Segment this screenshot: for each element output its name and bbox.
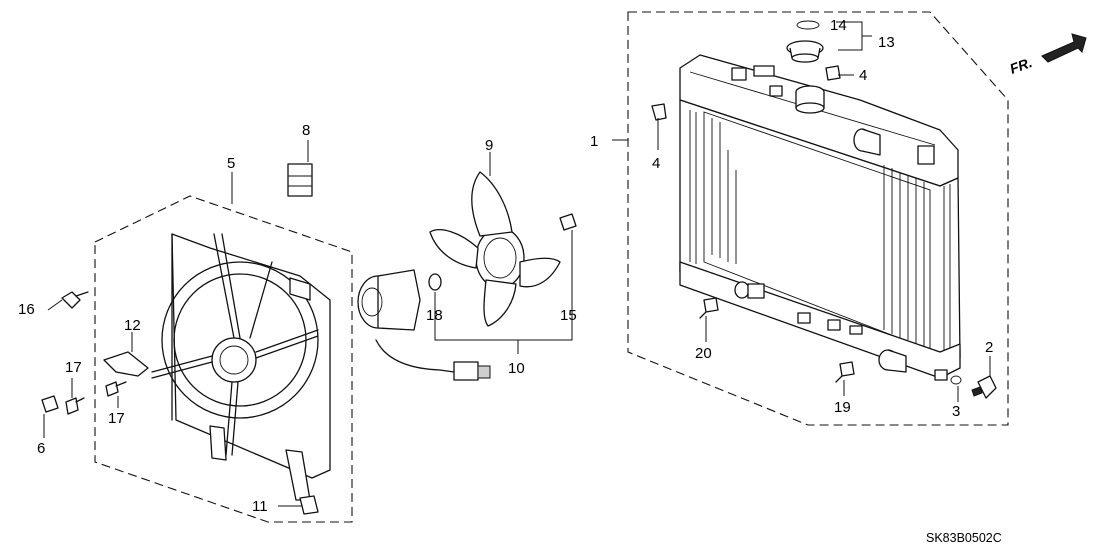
diagram-code: SK83B0502C bbox=[926, 531, 1002, 545]
shroud-bolt-16 bbox=[61, 291, 89, 309]
front-direction-label: FR. bbox=[1008, 54, 1035, 77]
radiator-bolt-19 bbox=[835, 361, 855, 383]
callout-16: 16 bbox=[18, 301, 35, 318]
fan-motor bbox=[357, 269, 491, 381]
callout-7: 17 bbox=[65, 359, 82, 376]
shroud-nut bbox=[41, 395, 59, 413]
front-arrow-icon bbox=[1041, 33, 1087, 63]
shroud-bolt-17-upper bbox=[105, 381, 127, 397]
callout-20: 20 bbox=[695, 345, 712, 362]
callout-15: 15 bbox=[560, 307, 577, 324]
drain-plug-washer bbox=[950, 375, 962, 385]
callout-5: 5 bbox=[227, 155, 235, 172]
shroud-bolt-17-lower bbox=[65, 397, 85, 415]
callout-4-side: 4 bbox=[652, 155, 660, 172]
callout-2: 2 bbox=[985, 339, 993, 356]
radiator-assembly bbox=[679, 54, 961, 381]
radiator-fins-left bbox=[689, 110, 737, 264]
callout-11: 11 bbox=[252, 498, 268, 515]
callout-3: 3 bbox=[952, 403, 960, 420]
shroud-lower-clip bbox=[299, 495, 319, 515]
leader-lines bbox=[43, 21, 991, 507]
radiator-bolt-20 bbox=[699, 297, 719, 319]
fan-shroud bbox=[151, 233, 331, 501]
callout-1: 1 bbox=[590, 133, 598, 150]
callout-17: 17 bbox=[108, 410, 125, 427]
callout-14: 14 bbox=[830, 17, 847, 34]
callout-6: 6 bbox=[37, 440, 45, 457]
shroud-clip bbox=[287, 163, 313, 197]
callout-4-top: 4 bbox=[859, 67, 867, 84]
callout-8: 8 bbox=[302, 122, 310, 139]
radiator-group-boundary bbox=[627, 11, 1009, 426]
fan-nut bbox=[559, 213, 577, 231]
callout-9: 9 bbox=[485, 137, 493, 154]
radiator-cap bbox=[786, 40, 824, 63]
callout-10: 10 bbox=[508, 360, 525, 377]
drain-plug bbox=[971, 375, 997, 399]
callout-12: 12 bbox=[124, 317, 141, 334]
cooling-fan bbox=[429, 171, 561, 327]
callout-18: 18 bbox=[426, 307, 443, 324]
radiator-side-cushion bbox=[651, 103, 667, 121]
callout-13: 13 bbox=[878, 34, 895, 51]
cap-o-ring bbox=[796, 20, 820, 30]
shroud-group-boundary bbox=[94, 195, 353, 523]
shroud-bracket bbox=[103, 351, 149, 377]
radiator-fins-right bbox=[883, 165, 951, 357]
callout-19: 19 bbox=[834, 399, 851, 416]
radiator-upper-cushion bbox=[825, 65, 841, 81]
front-direction-indicator: FR. bbox=[1008, 33, 1087, 77]
fan-washer bbox=[428, 273, 442, 291]
